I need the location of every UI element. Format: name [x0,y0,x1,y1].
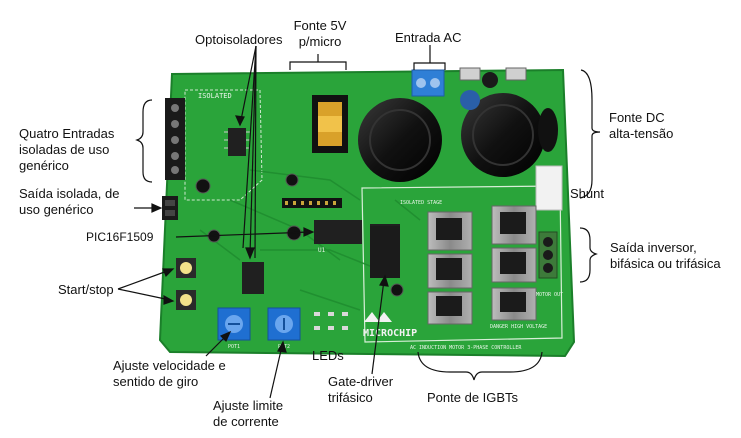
label-quatro-entradas: Quatro Entradas isoladas de uso genérico [19,126,115,173]
motor-output-terminal [538,231,558,279]
label-fonte-5v: Fonte 5V p/micro [293,18,347,49]
isolated-output-connector [162,196,178,220]
annotation-lines [135,45,601,381]
blue-capacitor [460,90,480,110]
label-start-stop: Start/stop [58,282,114,297]
label-ajuste-limite: Ajuste limite de corrente [213,398,284,429]
label-entrada-ac: Entrada AC [395,30,462,45]
start-stop-buttons [176,258,196,310]
board-bottom-text: AC INDUCTION MOTOR 3-PHASE CONTROLLER [410,345,522,351]
isolated-stage-text: ISOLATED STAGE [400,200,442,206]
label-gate-driver: Gate-driver trifásico [328,374,394,405]
inductor [538,108,558,152]
shunt-resistor [535,165,563,211]
label-leds: LEDs [312,348,344,363]
svg-text:MICROCHIP: MICROCHIP [363,328,417,339]
isolated-label: ISOLATED [198,92,232,100]
label-ajuste-velocidade: Ajuste velocidade e sentido de giro [113,358,226,389]
pot-a-label: POT1 [228,344,240,350]
gate-driver-chip [370,226,400,278]
label-saida-isolada: Saída isolada, de uso genérico [19,186,120,217]
potentiometers [217,307,301,341]
5v-supply-transformer [312,95,348,153]
label-optoisoladores: Optoisoladores [195,32,283,47]
varistor [482,72,498,88]
u1-label: U1 [318,247,326,254]
bulk-capacitors [358,93,545,182]
label-saida-inversor: Saída inversor, bifásica ou trifásica [610,240,721,271]
hv-zone [361,185,563,343]
ac-input-terminal [411,69,445,97]
label-shunt: Shunt [570,186,604,201]
four-input-terminal [165,98,185,180]
annotation-arrows [117,45,389,399]
leds [314,312,348,330]
label-pic16f1509: PIC16F1509 [86,230,154,244]
label-fonte-dc: Fonte DC alta-tensão [609,110,674,141]
motor-out-text: MOTOR OUT [536,292,563,298]
fuse-holders [459,67,527,81]
label-ponte-igbts: Ponte de IGBTs [427,390,519,405]
danger-text: DANGER HIGH VOLTAGE [490,324,547,330]
microchip-logo: MICROCHIP [363,312,417,339]
optoisolator-chips [228,128,264,294]
